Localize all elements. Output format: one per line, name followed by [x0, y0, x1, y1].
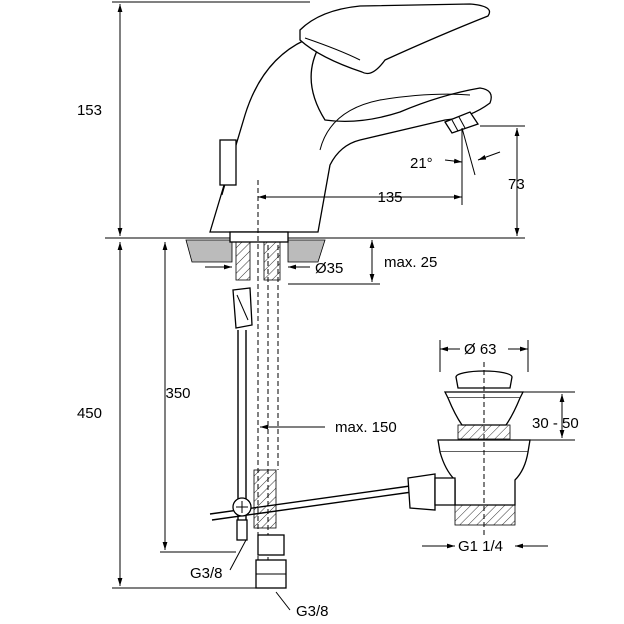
label-450: 450: [77, 405, 102, 422]
label-350: 350: [165, 385, 190, 402]
label-g1-1-4: G1 1/4: [458, 538, 503, 555]
dimension-lines: [112, 1, 575, 611]
label-30-50: 30 - 50: [532, 415, 579, 432]
label-g3-8-left: G3/8: [190, 565, 223, 582]
faucet-body: [209, 3, 492, 243]
drain-assembly: [407, 362, 531, 535]
shank: [232, 241, 281, 329]
counter-top: [105, 237, 525, 263]
label-135: 135: [377, 189, 402, 206]
label-dia-35: Ø35: [315, 260, 343, 277]
label-21-deg: 21°: [410, 155, 433, 172]
label-73: 73: [508, 176, 525, 193]
label-max-25: max. 25: [384, 254, 437, 271]
popup-rod: [209, 485, 413, 521]
label-dia-63: Ø 63: [464, 341, 497, 358]
label-153: 153: [77, 102, 102, 119]
label-g3-8-bottom: G3/8: [296, 603, 329, 620]
label-max-150: max. 150: [335, 419, 397, 436]
